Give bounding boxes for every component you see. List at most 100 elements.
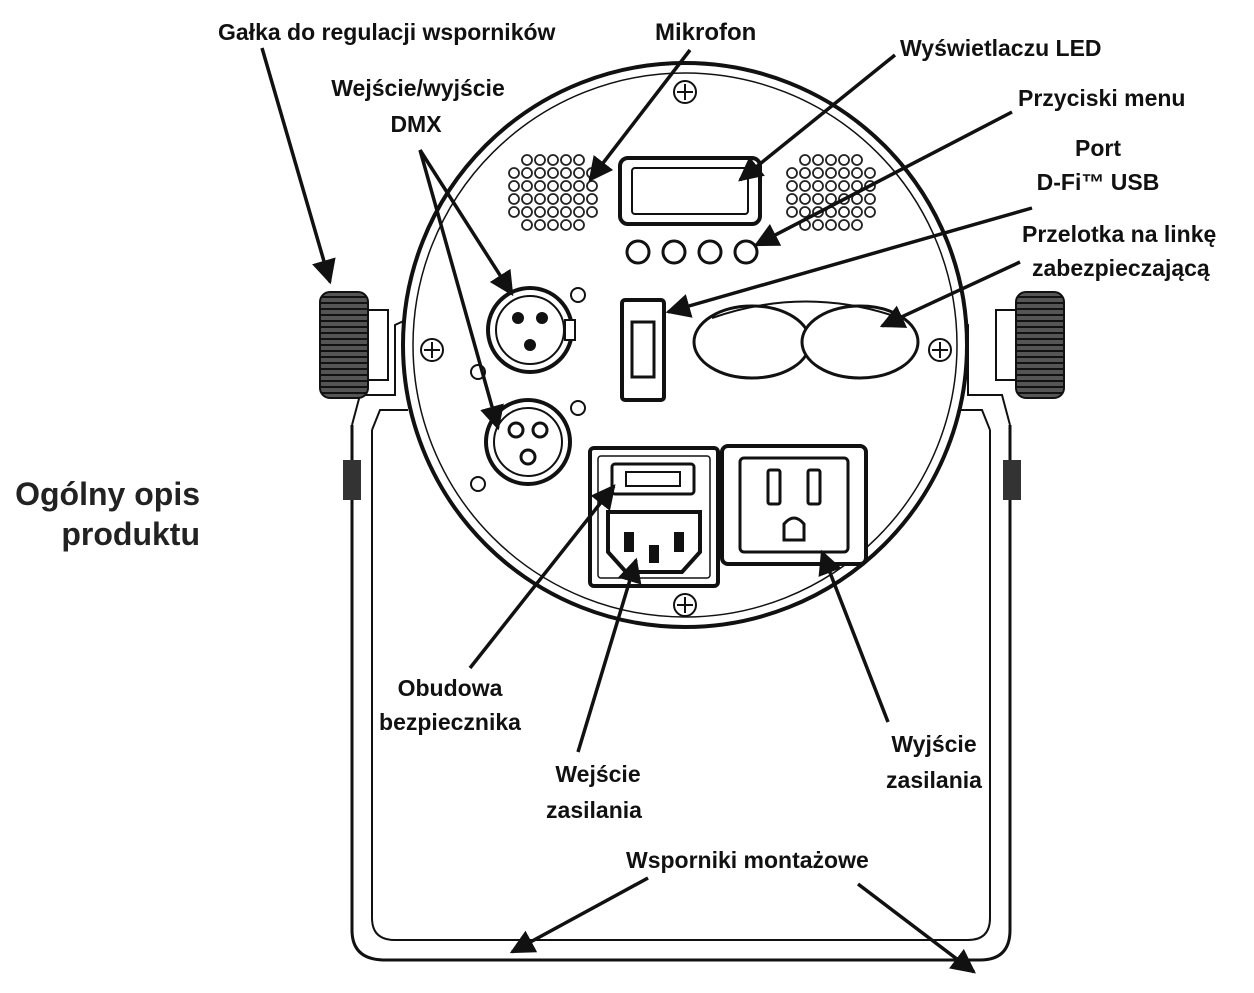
mic-hole — [812, 193, 824, 205]
mic-hole — [521, 206, 533, 218]
label-power-out-2: zasilania — [886, 767, 982, 793]
mic-hole — [786, 167, 798, 179]
label-power-in-2: zasilania — [546, 797, 642, 823]
mic-hole — [547, 180, 559, 192]
mic-hole — [547, 154, 559, 166]
mic-hole — [547, 167, 559, 179]
mic-hole — [573, 167, 585, 179]
bracket-bolt-right — [1003, 460, 1021, 500]
mic-hole — [838, 154, 850, 166]
mic-hole — [799, 206, 811, 218]
label-usb-port-2: D-Fi™ USB — [1037, 169, 1160, 195]
title-line-2: produktu — [61, 516, 200, 552]
label-menu-buttons: Przyciski menu — [1018, 85, 1185, 111]
mic-hole — [534, 206, 546, 218]
power-inlet[interactable] — [606, 510, 702, 574]
mic-hole — [521, 219, 533, 231]
mic-hole — [560, 180, 572, 192]
mic-hole — [586, 206, 598, 218]
mic-hole — [521, 154, 533, 166]
mic-hole — [812, 167, 824, 179]
mic-hole — [534, 219, 546, 231]
mic-hole — [812, 219, 824, 231]
mic-hole — [838, 219, 850, 231]
label-led-display: Wyświetlaczu LED — [900, 35, 1102, 61]
menu-buttons[interactable] — [625, 239, 759, 265]
mic-hole — [799, 180, 811, 192]
mic-hole — [534, 154, 546, 166]
screw-icon — [928, 338, 952, 362]
callout-arrows — [260, 47, 1033, 974]
mic-hole — [560, 154, 572, 166]
bracket-knob-left[interactable] — [319, 291, 389, 399]
mic-hole — [786, 193, 798, 205]
label-safety-loop-2: zabezpieczającą — [1032, 255, 1210, 281]
microphone-grille-left — [508, 154, 598, 231]
mounting-bracket — [343, 317, 1021, 962]
mic-hole — [825, 193, 837, 205]
bracket-knob-right[interactable] — [995, 291, 1065, 399]
mic-hole — [851, 167, 863, 179]
label-microphone: Mikrofon — [655, 19, 756, 46]
mic-hole — [534, 167, 546, 179]
mic-hole — [573, 219, 585, 231]
mic-hole — [560, 167, 572, 179]
mic-hole — [573, 206, 585, 218]
mic-hole — [573, 193, 585, 205]
screw-icon — [673, 593, 697, 617]
mic-hole — [586, 193, 598, 205]
label-knob: Gałka do regulacji wsporników — [218, 19, 556, 45]
mic-hole — [851, 154, 863, 166]
microphone-grille-right — [786, 154, 876, 231]
mic-hole — [547, 193, 559, 205]
label-safety-loop-1: Przelotka na linkę — [1022, 221, 1216, 247]
label-power-in-1: Wejście — [555, 761, 640, 787]
mic-hole — [864, 206, 876, 218]
power-outlet[interactable] — [720, 444, 868, 566]
mic-hole — [508, 180, 520, 192]
mic-hole — [812, 154, 824, 166]
mic-hole — [864, 167, 876, 179]
screw-icon — [420, 338, 444, 362]
mic-hole — [586, 180, 598, 192]
mic-hole — [838, 180, 850, 192]
label-dmx-1: Wejście/wyjście — [331, 75, 504, 101]
dmx-connector-in[interactable] — [470, 286, 586, 380]
label-dmx-2: DMX — [390, 111, 442, 137]
label-usb-port-1: Port — [1075, 135, 1121, 161]
mic-hole — [799, 167, 811, 179]
mic-hole — [851, 206, 863, 218]
mic-hole — [799, 154, 811, 166]
mic-hole — [508, 193, 520, 205]
screw-icon — [673, 80, 697, 104]
usb-port[interactable] — [620, 298, 666, 402]
mic-hole — [521, 167, 533, 179]
mic-hole — [573, 180, 585, 192]
led-display — [618, 156, 762, 226]
mic-hole — [508, 206, 520, 218]
mic-hole — [521, 193, 533, 205]
mic-hole — [560, 206, 572, 218]
mic-hole — [838, 167, 850, 179]
mic-hole — [825, 167, 837, 179]
dmx-connector-out[interactable] — [470, 398, 586, 492]
mic-hole — [508, 167, 520, 179]
mic-hole — [547, 206, 559, 218]
title-line-1: Ogólny opis — [15, 476, 200, 512]
label-brackets: Wsporniki montażowe — [626, 847, 869, 873]
mic-hole — [864, 193, 876, 205]
mic-hole — [825, 219, 837, 231]
mic-hole — [560, 219, 572, 231]
mic-hole — [799, 193, 811, 205]
mic-hole — [825, 180, 837, 192]
mic-hole — [825, 154, 837, 166]
mic-hole — [534, 193, 546, 205]
mic-hole — [838, 206, 850, 218]
label-power-out-1: Wyjście — [891, 731, 976, 757]
mic-hole — [786, 206, 798, 218]
mic-hole — [534, 180, 546, 192]
mic-hole — [786, 180, 798, 192]
mic-hole — [573, 154, 585, 166]
fuse-holder[interactable] — [610, 462, 696, 496]
